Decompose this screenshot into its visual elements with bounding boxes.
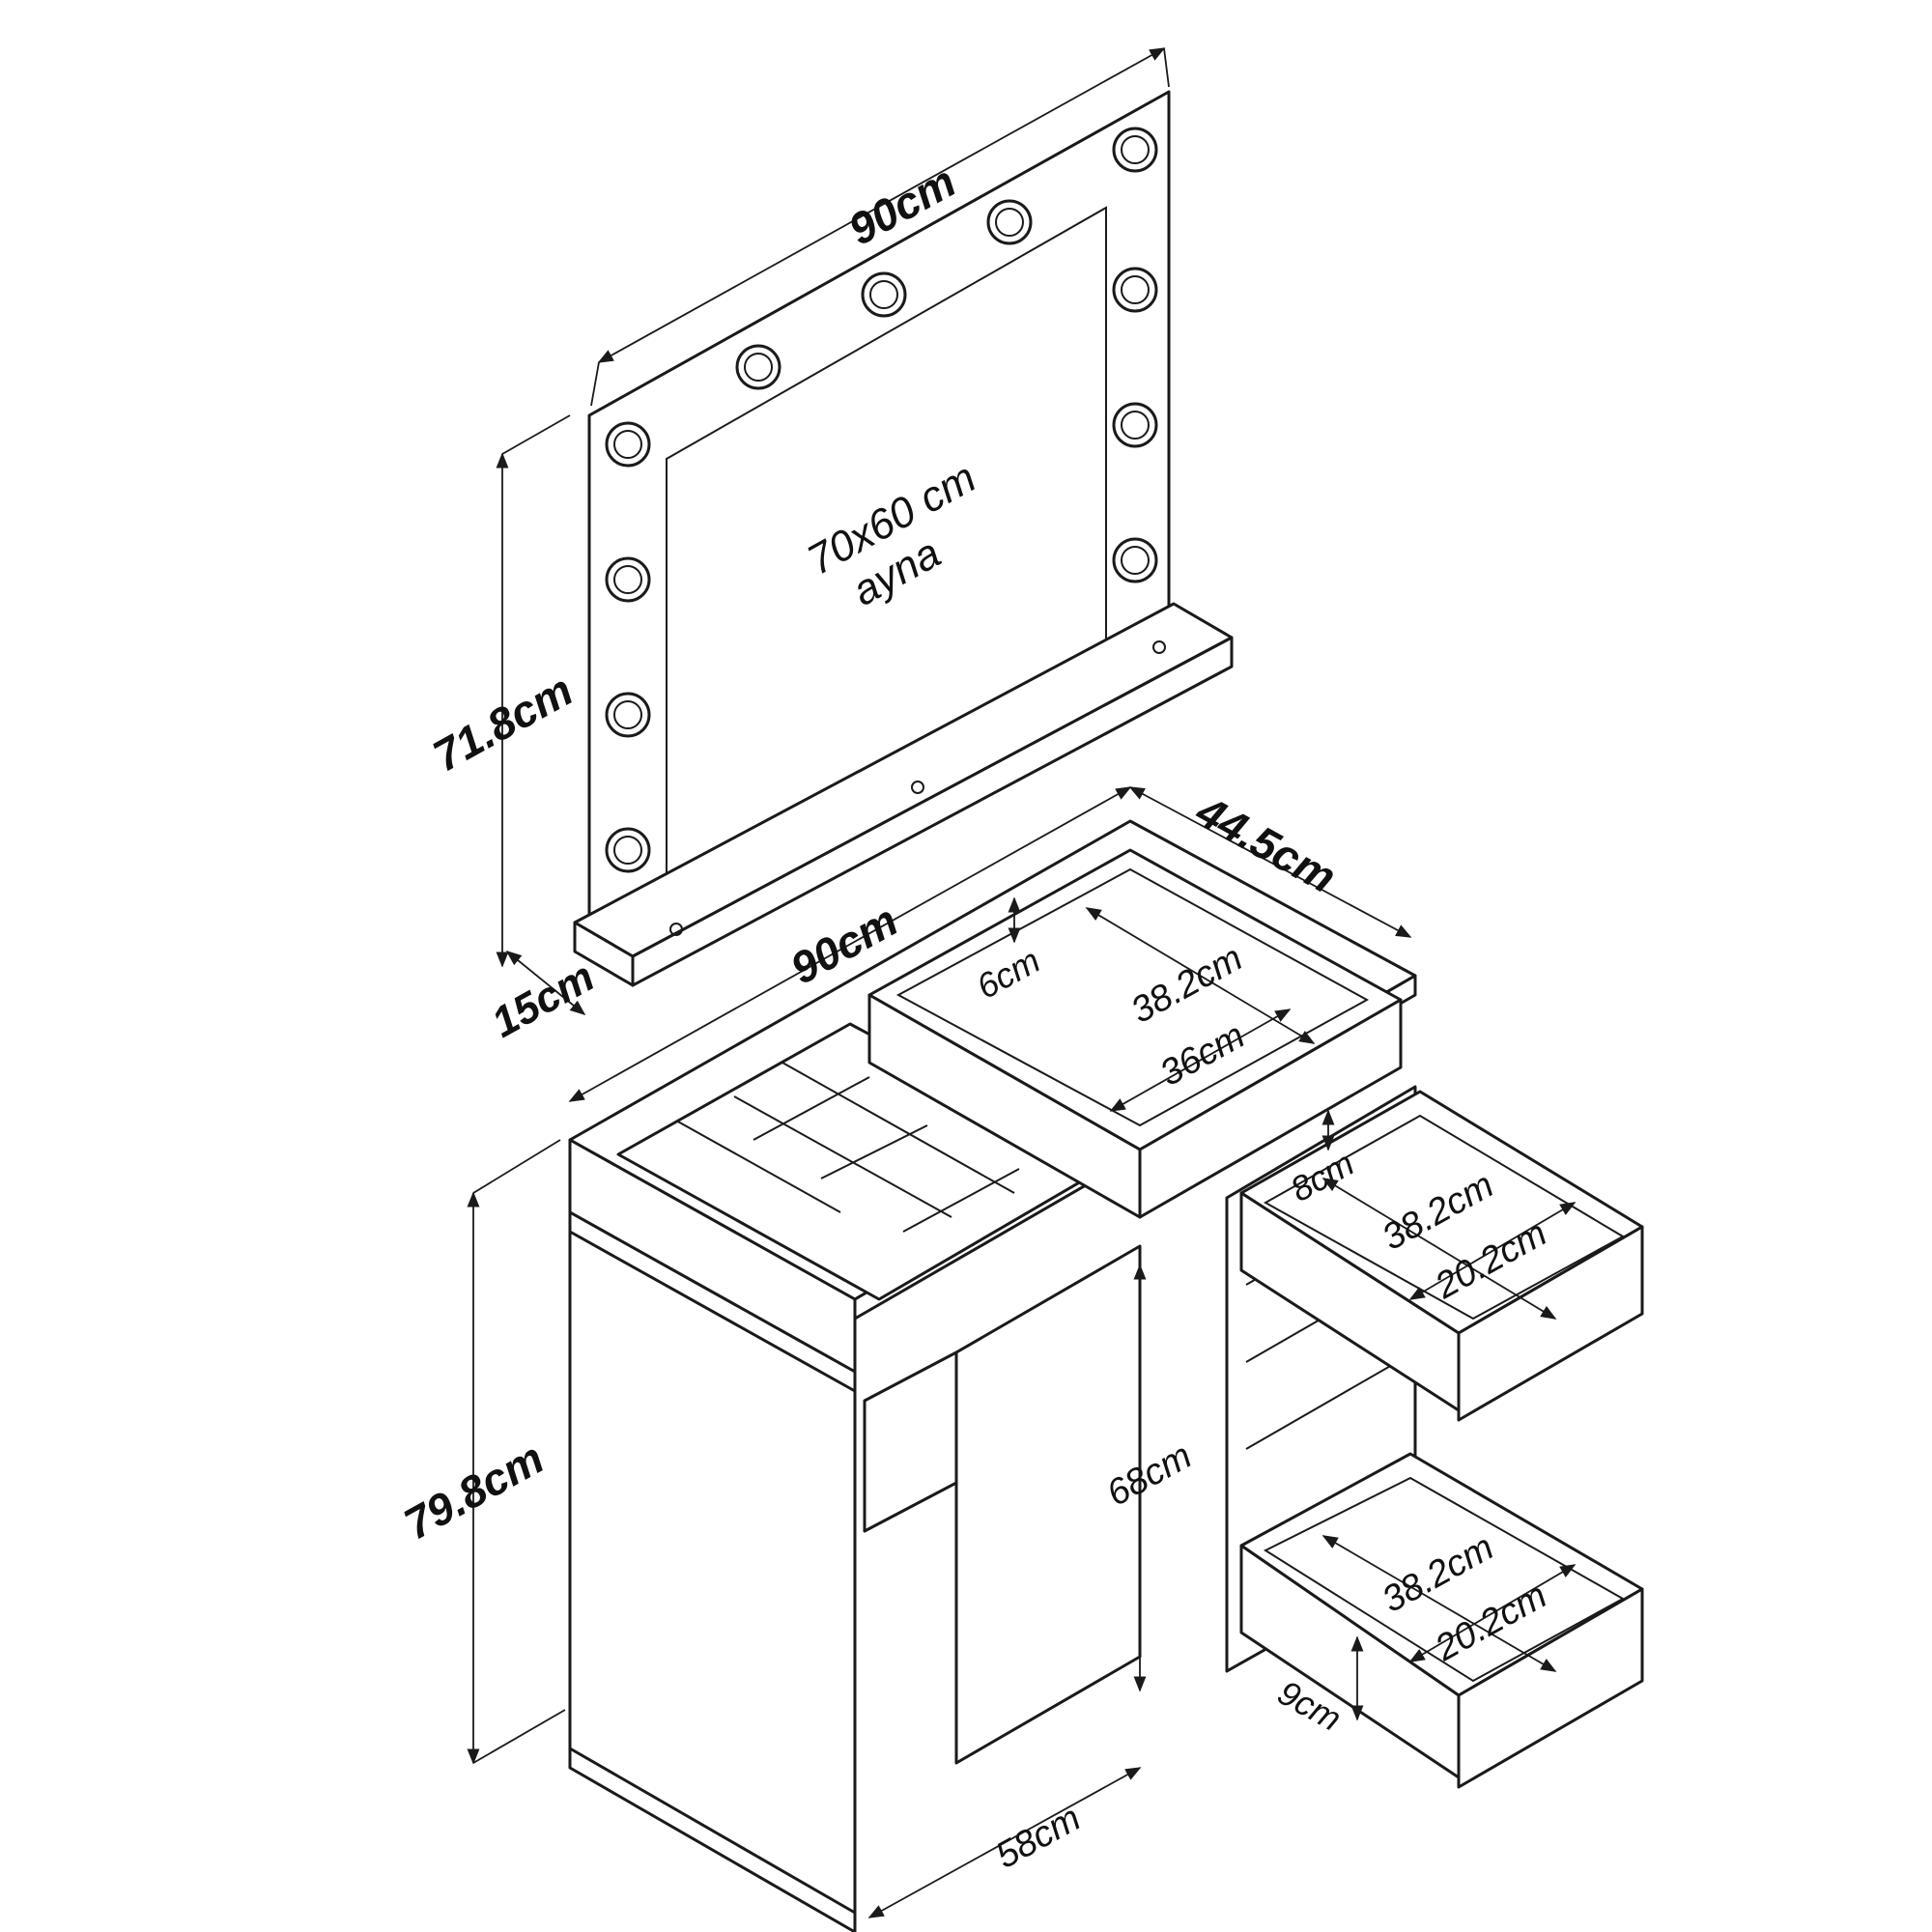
knee-space-back	[954, 1244, 1142, 1765]
bulb-icon	[1112, 127, 1158, 173]
bulb-icon	[1112, 402, 1158, 448]
bulb-icon	[986, 199, 1033, 245]
lower-drawer-front	[1457, 1587, 1644, 1789]
bulb-icon	[1112, 537, 1158, 583]
upper-drawer-front	[1457, 1225, 1644, 1422]
dressing-table: 90cm 44.5cm 79.8cm 68cm 58cm 6cm 38.2cm	[396, 785, 1644, 1932]
left-pedestal-recess	[863, 1350, 958, 1533]
screw-hole-icon	[1152, 640, 1166, 654]
table-height-dimension: 79.8cm	[396, 1139, 566, 1765]
mirror-height-dimension: 71.8cm	[425, 414, 581, 968]
bulb-icon	[1112, 267, 1158, 313]
knee-width-label: 58cm	[989, 1798, 1088, 1877]
left-pedestal-front-panel	[568, 1230, 857, 1915]
bulb-icon	[605, 556, 651, 603]
bulb-icon	[605, 827, 651, 873]
mirror-depth-label: 15cm	[484, 952, 602, 1046]
bulb-icon	[605, 692, 651, 738]
bulb-icon	[735, 344, 781, 390]
knee-width-dimension: 58cm	[867, 1767, 1142, 1918]
bulb-icon	[861, 271, 907, 318]
bulb-icon	[605, 421, 651, 468]
